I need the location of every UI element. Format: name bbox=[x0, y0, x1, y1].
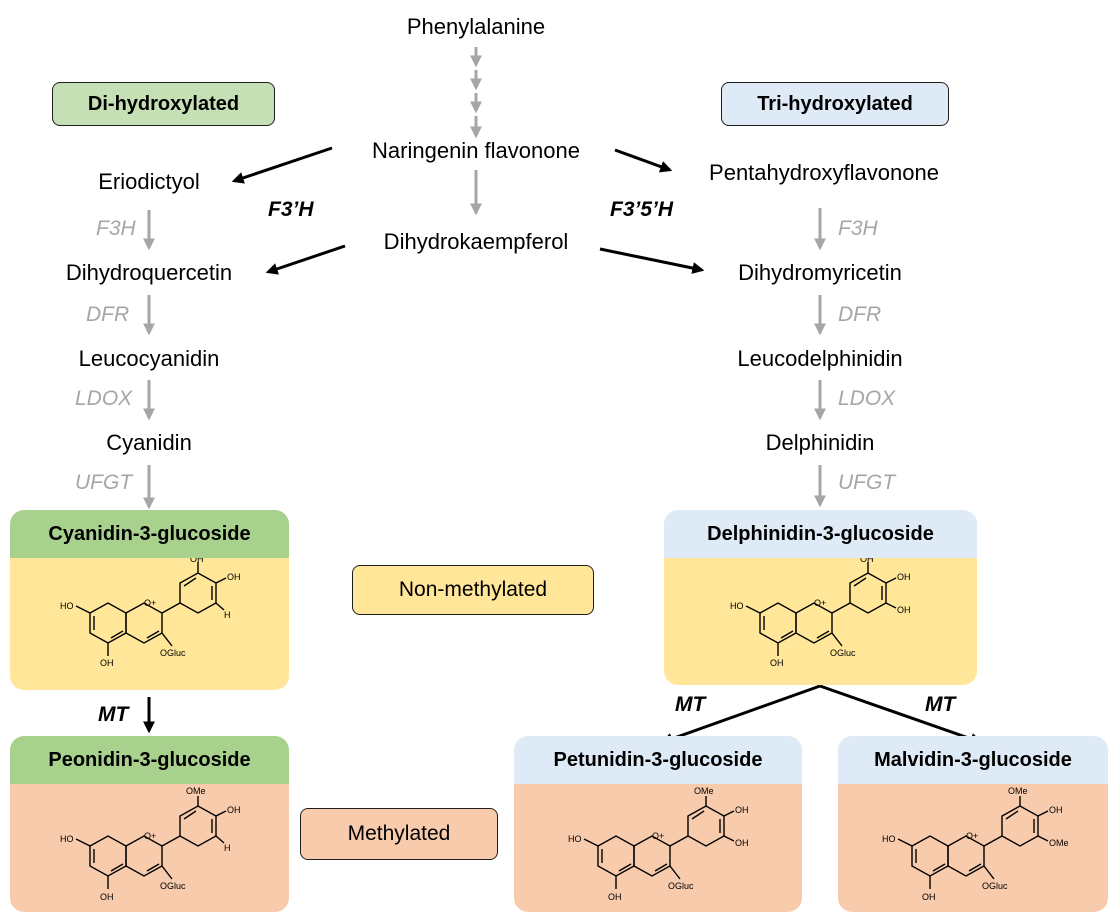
compound-naringenin: Naringenin flavonone bbox=[372, 138, 580, 163]
ogluc-label: OGluc bbox=[668, 881, 694, 891]
card-structure: HO OH O+ OGluc OMe OH H bbox=[10, 784, 289, 912]
card-title: Cyanidin-3-glucoside bbox=[10, 510, 289, 558]
oh-label: OH bbox=[227, 572, 241, 582]
card-title: Delphinidin-3-glucoside bbox=[664, 510, 977, 558]
enzyme-ufgt-right: UFGT bbox=[838, 471, 896, 494]
compound-phenylalanine: Phenylalanine bbox=[406, 14, 546, 39]
oplus-label: O+ bbox=[144, 831, 156, 841]
oh-label: OH bbox=[770, 658, 784, 668]
ome-label: OMe bbox=[186, 786, 206, 796]
anthocyanin-skeleton bbox=[745, 562, 897, 656]
arrow-naringenin-pentahydroxyflavonone bbox=[614, 148, 673, 173]
compound-leucodelphinidin: Leucodelphinidin bbox=[737, 346, 903, 371]
card-structure: HO OH O+ OGluc OMe OH OMe bbox=[838, 784, 1108, 912]
oplus-label: O+ bbox=[966, 831, 978, 841]
label-non-methylated: Non-methylated bbox=[352, 565, 594, 615]
label-methylated: Methylated bbox=[300, 808, 498, 860]
oh-label: OH bbox=[897, 572, 911, 582]
ogluc-label: OGluc bbox=[160, 648, 186, 658]
card-title: Malvidin-3-glucoside bbox=[838, 736, 1108, 784]
card-malvidin-3-glucoside: Malvidin-3-glucoside HO OH O+ bbox=[838, 736, 1108, 912]
tag-tri-hydroxylated: Tri-hydroxylated bbox=[721, 82, 949, 126]
arrow-delphinidin-malvidin bbox=[819, 684, 983, 745]
enzyme-f3ph: F3’H bbox=[268, 198, 314, 221]
oplus-label: O+ bbox=[814, 598, 826, 608]
compound-dihydrokaempferol: Dihydrokaempferol bbox=[383, 229, 569, 254]
tag-di-hydroxylated: Di-hydroxylated bbox=[52, 82, 275, 126]
compound-dihydroquercetin: Dihydroquercetin bbox=[65, 260, 233, 285]
card-title: Peonidin-3-glucoside bbox=[10, 736, 289, 784]
h-label: H bbox=[224, 843, 231, 853]
anthocyanin-skeleton bbox=[583, 796, 735, 889]
enzyme-mt-malvidin: MT bbox=[925, 693, 956, 716]
compound-eriodictyol: Eriodictyol bbox=[98, 169, 200, 194]
ome-label: OMe bbox=[694, 786, 714, 796]
petunidin-structure-icon: HO OH O+ OGluc OMe OH OH bbox=[568, 786, 749, 902]
arrow-dihydrokaempferol-dihydromyricetin bbox=[599, 247, 705, 274]
card-cyanidin-3-glucoside: Cyanidin-3-glucoside HO OH O+ bbox=[10, 510, 289, 690]
cyanidin-structure-icon: HO OH O+ OGluc OH OH H bbox=[60, 558, 241, 668]
enzyme-dfr-right: DFR bbox=[838, 303, 882, 326]
card-delphinidin-3-glucoside: Delphinidin-3-glucoside HO OH bbox=[664, 510, 977, 685]
oh-label: OH bbox=[190, 558, 204, 564]
ogluc-label: OGluc bbox=[982, 881, 1008, 891]
card-structure: HO OH O+ OGluc OMe OH OH bbox=[514, 784, 802, 912]
card-petunidin-3-glucoside: Petunidin-3-glucoside HO OH O+ bbox=[514, 736, 802, 912]
oh-label: OH bbox=[922, 892, 936, 902]
peonidin-structure-icon: HO OH O+ OGluc OMe OH H bbox=[60, 786, 241, 902]
card-structure: HO OH O+ OGluc OH OH H bbox=[10, 558, 289, 690]
enzyme-mt-petunidin: MT bbox=[675, 693, 706, 716]
oh-label: OH bbox=[100, 892, 114, 902]
malvidin-structure-icon: HO OH O+ OGluc OMe OH OMe bbox=[882, 786, 1069, 902]
ho-label: HO bbox=[730, 601, 744, 611]
arrow-delphinidin-petunidin bbox=[660, 684, 821, 745]
oplus-label: O+ bbox=[144, 598, 156, 608]
compound-pentahydroxyflavonone: Pentahydroxyflavonone bbox=[709, 160, 939, 185]
enzyme-f35ph: F3’5’H bbox=[610, 198, 674, 221]
delphinidin-structure-icon: HO OH O+ OGluc OH OH OH bbox=[730, 558, 911, 668]
anthocyanin-skeleton bbox=[897, 796, 1049, 889]
enzyme-dfr-left: DFR bbox=[86, 303, 130, 326]
enzyme-ldox-right: LDOX bbox=[838, 387, 896, 410]
ho-label: HO bbox=[882, 834, 896, 844]
ome-label: OMe bbox=[1049, 838, 1069, 848]
oplus-label: O+ bbox=[652, 831, 664, 841]
compound-cyanidin: Cyanidin bbox=[106, 430, 192, 455]
h-label: H bbox=[224, 610, 231, 620]
card-peonidin-3-glucoside: Peonidin-3-glucoside HO OH O+ bbox=[10, 736, 289, 912]
oh-label: OH bbox=[1049, 805, 1063, 815]
enzyme-f3h-left: F3H bbox=[96, 217, 136, 240]
card-structure: HO OH O+ OGluc OH OH OH bbox=[664, 558, 977, 685]
compound-leucocyanidin: Leucocyanidin bbox=[78, 346, 220, 371]
anthocyanin-skeleton bbox=[75, 796, 227, 889]
ho-label: HO bbox=[60, 834, 74, 844]
ho-label: HO bbox=[568, 834, 582, 844]
arrow-dihydrokaempferol-dihydroquercetin bbox=[265, 244, 346, 275]
compound-delphinidin: Delphinidin bbox=[765, 430, 875, 455]
ho-label: HO bbox=[60, 601, 74, 611]
oh-label: OH bbox=[860, 558, 874, 564]
ome-label: OMe bbox=[1008, 786, 1028, 796]
oh-label: OH bbox=[100, 658, 114, 668]
card-title: Petunidin-3-glucoside bbox=[514, 736, 802, 784]
oh-label: OH bbox=[897, 605, 911, 615]
oh-label: OH bbox=[227, 805, 241, 815]
enzyme-ufgt-left: UFGT bbox=[75, 471, 133, 494]
oh-label: OH bbox=[608, 892, 622, 902]
compound-dihydromyricetin: Dihydromyricetin bbox=[738, 260, 902, 285]
oh-label: OH bbox=[735, 838, 749, 848]
enzyme-ldox-left: LDOX bbox=[75, 387, 133, 410]
oh-label: OH bbox=[735, 805, 749, 815]
arrow-naringenin-eriodictyol bbox=[231, 146, 333, 184]
ogluc-label: OGluc bbox=[830, 648, 856, 658]
enzyme-f3h-right: F3H bbox=[838, 217, 878, 240]
ogluc-label: OGluc bbox=[160, 881, 186, 891]
enzyme-mt-left: MT bbox=[98, 703, 129, 726]
anthocyanin-skeleton bbox=[75, 562, 227, 656]
